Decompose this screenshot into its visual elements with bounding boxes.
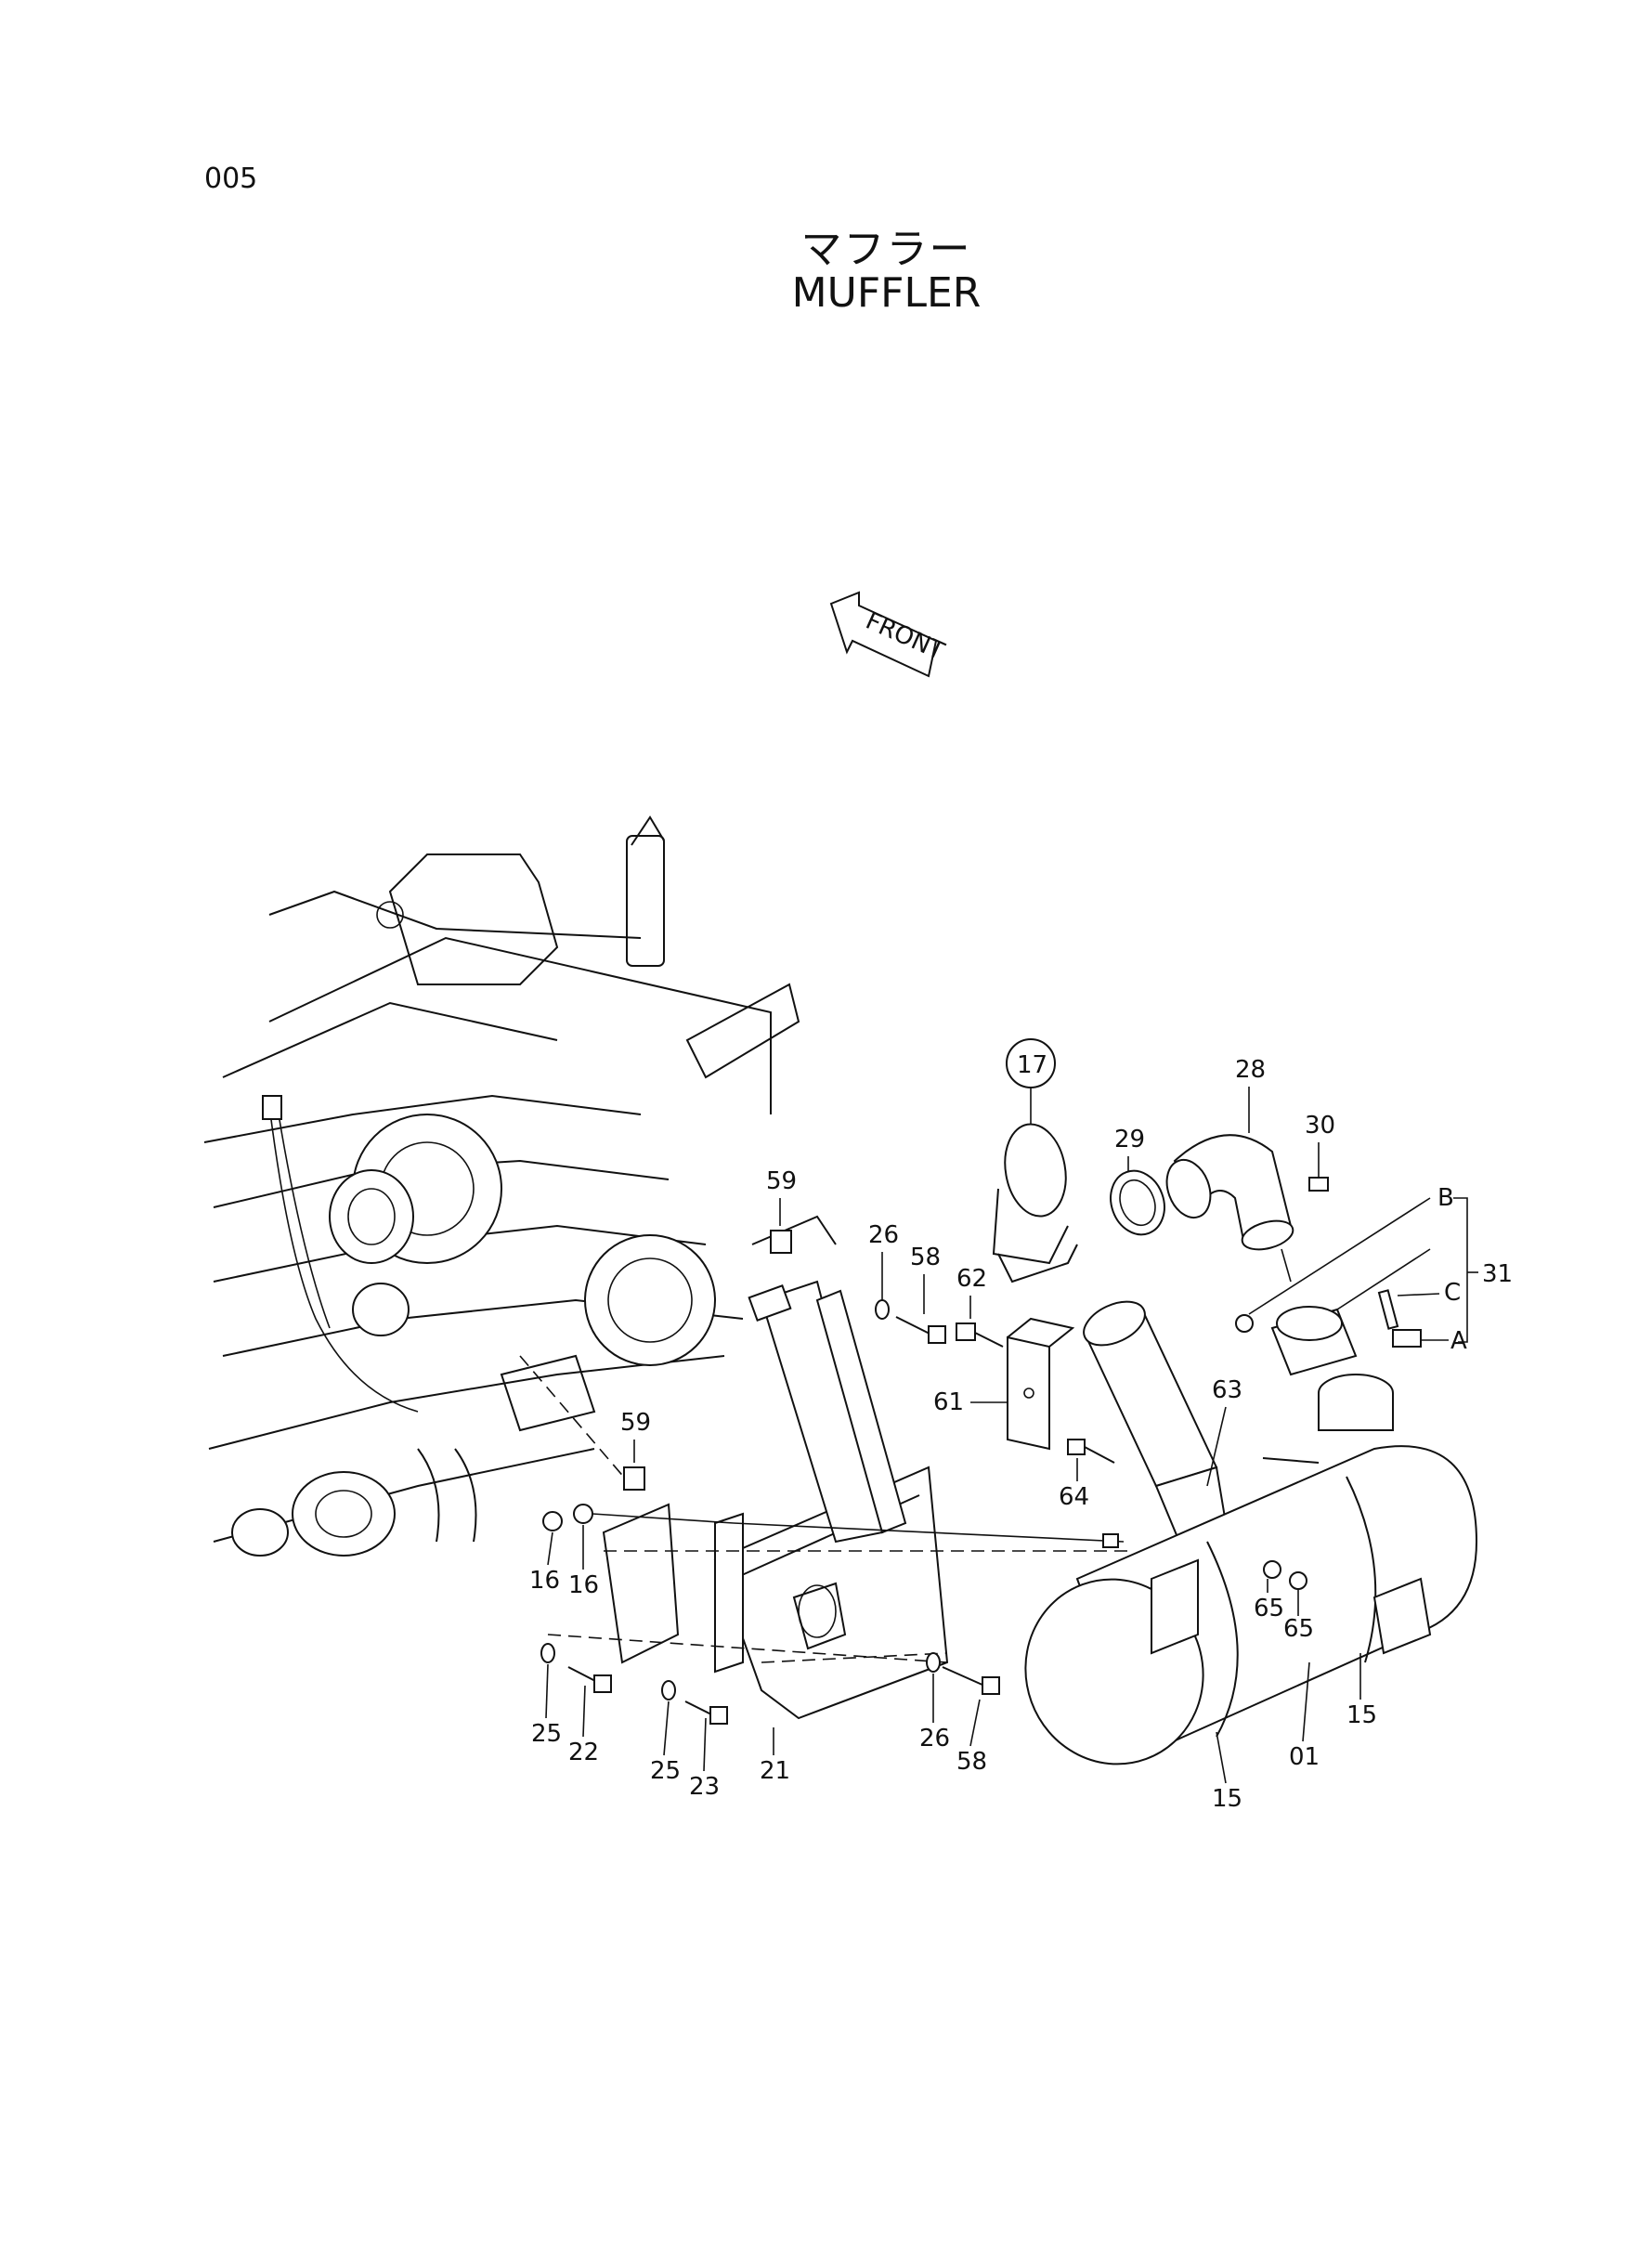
part-65-nuts: 65 65	[1254, 1560, 1314, 1643]
callout-28: 28	[1235, 1056, 1266, 1084]
engine-assembly	[203, 815, 837, 1557]
callout-C: C	[1444, 1279, 1461, 1307]
callout-B: B	[1437, 1184, 1454, 1212]
part-62-bolt: 62	[956, 1265, 1004, 1348]
part-31-clamp: B C A 31	[1235, 1184, 1513, 1376]
callout-30: 30	[1305, 1112, 1335, 1140]
callout-65a: 65	[1254, 1595, 1284, 1622]
callout-16b: 16	[568, 1571, 599, 1599]
part-30-nut: 30	[1305, 1112, 1335, 1192]
part-64-bolt: 64	[1059, 1439, 1115, 1511]
callout-26a: 26	[868, 1221, 899, 1249]
front-arrow-icon: FRONT	[829, 591, 948, 678]
callout-17: 17	[1017, 1051, 1047, 1079]
part-61-bracket: 61	[933, 1317, 1075, 1451]
callout-25b: 25	[650, 1757, 681, 1785]
part-26-58-bolts-upper: 26 58	[868, 1221, 946, 1344]
callout-58a: 58	[910, 1244, 941, 1271]
part-17-hose: 17	[992, 1038, 1078, 1283]
callout-65b: 65	[1283, 1615, 1314, 1643]
part-59-spacers: 59 59	[620, 1167, 797, 1491]
callout-22: 22	[568, 1739, 599, 1766]
callout-26b: 26	[919, 1725, 950, 1752]
mount-stud	[1102, 1533, 1119, 1548]
title-japanese: マフラー	[800, 226, 972, 273]
callout-25a: 25	[531, 1720, 562, 1748]
callout-15a: 15	[1346, 1701, 1377, 1729]
part-01-muffler: 01 15 15	[1024, 1374, 1478, 1813]
part-29-clamp: 29	[1110, 1126, 1165, 1236]
callout-15b: 15	[1212, 1785, 1242, 1813]
callout-59b: 59	[620, 1409, 651, 1437]
callout-21: 21	[760, 1757, 790, 1785]
part-16-nuts: 16 16	[529, 1504, 735, 1599]
title-english: MUFFLER	[791, 269, 982, 317]
callout-61: 61	[933, 1388, 964, 1416]
callout-29: 29	[1114, 1126, 1145, 1153]
callout-62: 62	[956, 1265, 987, 1293]
callout-58b: 58	[956, 1748, 987, 1776]
callout-01: 01	[1289, 1743, 1320, 1771]
page-code: 005	[204, 163, 258, 195]
callout-31: 31	[1482, 1260, 1513, 1288]
callout-59a: 59	[766, 1167, 797, 1195]
callout-64: 64	[1059, 1483, 1089, 1511]
callout-23: 23	[689, 1773, 720, 1801]
part-25-22-23-bolts: 25 22 25 23	[531, 1643, 728, 1801]
part-28-elbow: 28	[1165, 1056, 1294, 1251]
callout-63: 63	[1212, 1376, 1242, 1404]
part-26-58-bolts-lower: 26 58	[919, 1652, 1000, 1776]
mount-stud-line	[733, 1522, 1125, 1543]
callout-A: A	[1450, 1327, 1467, 1355]
callout-16a: 16	[529, 1567, 560, 1595]
